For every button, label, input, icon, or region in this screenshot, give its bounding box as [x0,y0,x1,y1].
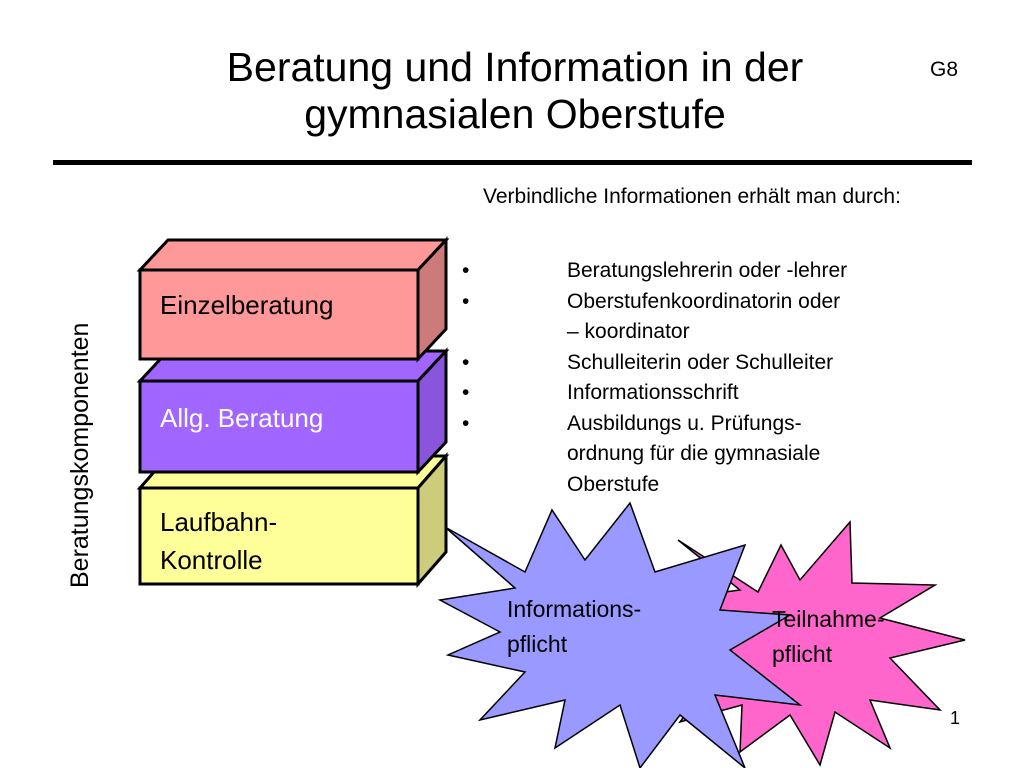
info-item: • Ausbildungs u. Prüfungs- ordnung für d… [462,409,982,501]
slide-tag: G8 [930,58,959,81]
block-top-top-face [136,238,450,272]
title-divider [53,160,972,165]
info-item: • Beratungslehrerin oder -lehrer [462,256,982,287]
title-line-2: gymnasialen Oberstufe [304,91,726,137]
informationspflicht-label-1: Informations- [507,596,641,622]
block-top-front-face [138,268,420,361]
bullet-icon: • [462,350,470,374]
informationspflicht-star [437,501,803,768]
block-top-label: Einzelberatung [160,290,333,320]
block-bottom-label-2: Kontrolle [160,545,263,575]
info-item-text: Beratungslehrerin oder -lehrer [567,259,848,282]
bullet-icon: • [462,411,470,435]
block-bottom-label-1: Laufbahn- [160,507,277,537]
info-item-text: ordnung für die gymnasiale [567,442,821,465]
info-intro: Verbindliche Informationen erhält man du… [483,185,901,208]
info-item: • Schulleiterin oder Schulleiter [462,348,982,379]
bullet-icon: • [462,289,470,313]
block-laufbahn-kontrolle: Laufbahn- Kontrolle [136,452,450,588]
block-allg-beratung: Allg. Beratung [136,347,450,476]
bullet-icon: • [462,381,470,404]
slide-title: Beratung und Information in der gymnasia… [150,44,880,138]
informationspflicht-label-2: pflicht [507,631,568,657]
block-middle-label: Allg. Beratung [160,403,323,433]
info-item: • Oberstufenkoordinatorin oder – koordin… [462,287,982,348]
info-list: • Beratungslehrerin oder -lehrer • Obers… [462,256,982,500]
block-einzelberatung: Einzelberatung [136,236,450,363]
teilnahmepflicht-label-1: Teilnahme- [772,606,885,632]
teilnahmepflicht-label-2: pflicht [772,641,833,667]
info-item-text: Oberstufe [567,472,660,496]
info-item-text: – koordinator [567,320,690,343]
bullet-icon: • [462,259,470,282]
block-bottom-front-face [138,486,420,586]
info-item-text: Oberstufenkoordinatorin oder [567,289,841,313]
info-item-text: Ausbildungs u. Prüfungs- [567,411,802,435]
title-line-1: Beratung und Information in der [226,44,804,90]
page-number: 1 [950,708,961,728]
info-item-text: Informationsschrift [567,381,739,404]
block-middle-front-face [138,379,420,474]
info-item-text: Schulleiterin oder Schulleiter [567,350,834,374]
info-item: • Informationsschrift [462,378,982,409]
